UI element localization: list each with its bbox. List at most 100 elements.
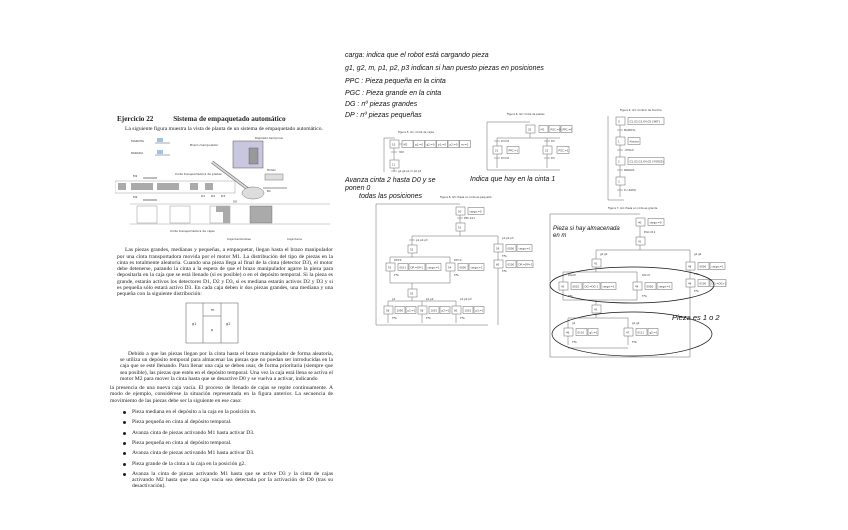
action-label: 1010	[465, 308, 472, 312]
transition-condition: P·c·ZAPQ	[624, 188, 636, 192]
m2-label: M2	[133, 195, 138, 199]
action-label: DP:=DP+1	[519, 262, 533, 266]
d3-label: D3	[221, 194, 225, 198]
action-box	[424, 140, 437, 148]
action-label: 0100	[700, 281, 707, 285]
step-number: 58	[420, 309, 424, 313]
filling-box-label: Caja llenándose	[227, 237, 251, 241]
action-box	[506, 146, 520, 154]
grafcet-step	[615, 116, 626, 126]
grafcet-step	[685, 278, 696, 288]
action-box	[635, 328, 648, 336]
transition-condition: TFA	[642, 294, 647, 298]
paragraph-1: Las piezas grandes, medianas y pequeñas,…	[117, 247, 333, 298]
step-number: 0	[618, 120, 620, 124]
transition-condition: p1·p2·p3	[416, 238, 428, 242]
action-label: carga:=0	[470, 209, 482, 213]
action-box	[505, 260, 517, 268]
grafcet-step	[455, 222, 466, 232]
grafcet-step	[385, 262, 396, 272]
transition-condition: MARCHA	[624, 128, 635, 132]
action-box	[560, 125, 573, 133]
m-slot: m	[211, 308, 215, 312]
transition-condition: TFA	[394, 273, 399, 277]
transition-condition: ↓HOLD	[624, 148, 634, 152]
action-box	[408, 263, 426, 271]
action-box	[627, 157, 665, 165]
action-box	[459, 140, 471, 148]
action-box	[656, 282, 673, 290]
action-label: p3:=1	[476, 308, 484, 312]
transition-condition: TFA	[568, 294, 573, 298]
action-box	[467, 207, 485, 215]
action-box	[647, 328, 659, 336]
action-label: PPC:=1	[509, 148, 519, 152]
step-number: 21	[495, 149, 499, 153]
step-number: 55	[410, 292, 414, 296]
action-box	[627, 137, 641, 145]
action-label: m:=0	[461, 142, 469, 146]
action-box	[570, 282, 583, 290]
transition-condition: D3	[551, 139, 555, 143]
list-item: Avanza cinta de piezas activando M1 hast…	[120, 450, 333, 456]
transition-condition: g1·g2·p1·m·p2·p3	[398, 169, 421, 173]
step-number: 53	[388, 266, 392, 270]
g2-note: Indica que hay en la cinta 1	[470, 176, 556, 183]
action-box	[556, 146, 570, 154]
action-label: PPC:=0	[563, 127, 573, 131]
action-label: 0000	[460, 265, 467, 269]
grafcet-step	[635, 236, 646, 246]
step-number: 46	[566, 331, 570, 335]
g2-slot: g2	[226, 322, 230, 326]
note-line: DP : nº piezas pequeñas	[345, 112, 422, 119]
grafcet-step	[492, 145, 503, 155]
action-label: DP:=DP-1	[411, 265, 424, 269]
action-label: 1000	[397, 308, 404, 312]
g1-note: Avanza cinta 2 hasta D0 y se ponen 0 tod…	[345, 177, 437, 201]
action-box	[397, 263, 409, 271]
action-label: 1001	[431, 308, 438, 312]
action-box	[709, 279, 727, 287]
grafcet-step	[615, 176, 626, 186]
action-label: 0000	[508, 246, 515, 250]
step-number: 10	[392, 143, 396, 147]
intro-text: La siguiente figura muestra la vista de …	[125, 126, 323, 132]
action-label: p2:=0	[450, 142, 458, 146]
action-box	[401, 140, 414, 148]
action-box	[428, 306, 440, 314]
action-box	[457, 263, 469, 271]
action-label: PGC:=0	[551, 127, 561, 131]
transition-condition: g1·g2	[600, 252, 608, 256]
grafcet-step	[407, 288, 418, 298]
action-label: 0000	[700, 264, 707, 268]
transition-condition: DP=0	[454, 258, 462, 262]
grafcet-step	[451, 305, 462, 315]
action-box	[394, 306, 406, 314]
full-box-label: Caja llena	[287, 237, 302, 241]
transition-condition: PGC·X11	[644, 230, 656, 234]
step-number: 22	[545, 149, 549, 153]
deposit-label: Depósito temporal	[255, 136, 283, 140]
grafcet-step	[542, 145, 553, 155]
figure-caption: Figura 8: G5: Pieza en cinta es pequeña	[440, 195, 492, 199]
list-item: Avanza cinta de piezas activando M1 hast…	[120, 430, 333, 436]
step-number: 41	[638, 240, 642, 244]
transition-condition: DP≠0	[394, 258, 402, 262]
figure-caption: Figura 7: G4: Pieza en cinta es grande	[608, 206, 658, 210]
list-item: Pieza grande de la cinta a la caja en la…	[120, 461, 333, 467]
transition-condition: TFA	[572, 340, 577, 344]
exercise-heading: Ejercicio 22 Sistema de empaquetado auto…	[117, 115, 335, 124]
note-line: DG : nº piezas grandes	[345, 101, 418, 108]
transition-condition: TFA	[632, 340, 637, 344]
list-item: Pieza pequeña en cinta al depósito tempo…	[120, 440, 333, 446]
transition-condition: PPC·X11	[464, 216, 475, 220]
grafcet-step	[383, 305, 394, 315]
transition-condition: D3·D2	[501, 139, 509, 143]
g4-note-piece: Pieza es 1 o 2	[672, 313, 720, 322]
figure-caption: Figura 5: G1: Cinta de cajas	[398, 130, 434, 134]
action-label: DG:=DG-1	[585, 284, 599, 288]
action-label: Alarma	[630, 139, 640, 143]
action-box	[600, 282, 617, 290]
action-label: PGC:=1	[559, 148, 569, 152]
transition-condition: TFA	[426, 316, 431, 320]
